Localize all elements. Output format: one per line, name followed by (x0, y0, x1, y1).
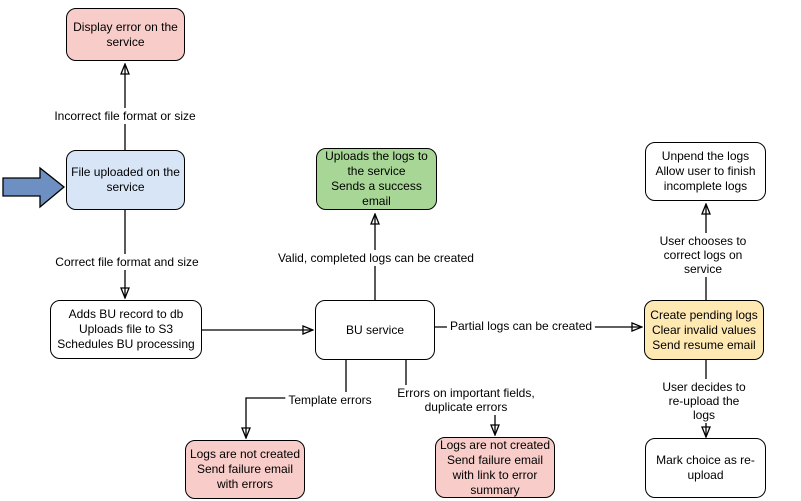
node-logs-not-created-errors: Logs are not created Send failure email … (185, 440, 305, 499)
node-mark-reupload: Mark choice as re- upload (645, 438, 766, 498)
input-block-arrow-icon (2, 166, 66, 209)
node-uploads-logs-success: Uploads the logs to the service Sends a … (316, 148, 437, 210)
edge-label-user-reuploads: User decides to re-upload the logs (655, 379, 753, 423)
edge-label-template-errors: Template errors (285, 392, 375, 408)
node-create-pending-logs: Create pending logs Clear invalid values… (644, 300, 764, 360)
node-adds-bu-record: Adds BU record to db Uploads file to S3 … (50, 300, 202, 359)
node-display-error: Display error on the service (66, 8, 185, 61)
node-logs-not-created-summary: Logs are not created Send failure email … (435, 437, 555, 498)
node-unpend-logs: Unpend the logs Allow user to finish inc… (645, 142, 766, 201)
edge-label-incorrect-format: Incorrect file format or size (51, 108, 199, 124)
node-bu-service: BU service (315, 300, 435, 360)
edge-label-user-corrects: User chooses to correct logs on service (654, 233, 752, 277)
edge-label-valid-logs: Valid, completed logs can be created (275, 250, 477, 266)
node-file-uploaded: File uploaded on the service (66, 150, 185, 210)
edge-label-partial-logs: Partial logs can be created (446, 318, 596, 334)
edge-label-correct-format: Correct file format and size (52, 254, 202, 270)
edge-label-important-field-errors: Errors on important fields, duplicate er… (394, 385, 538, 415)
